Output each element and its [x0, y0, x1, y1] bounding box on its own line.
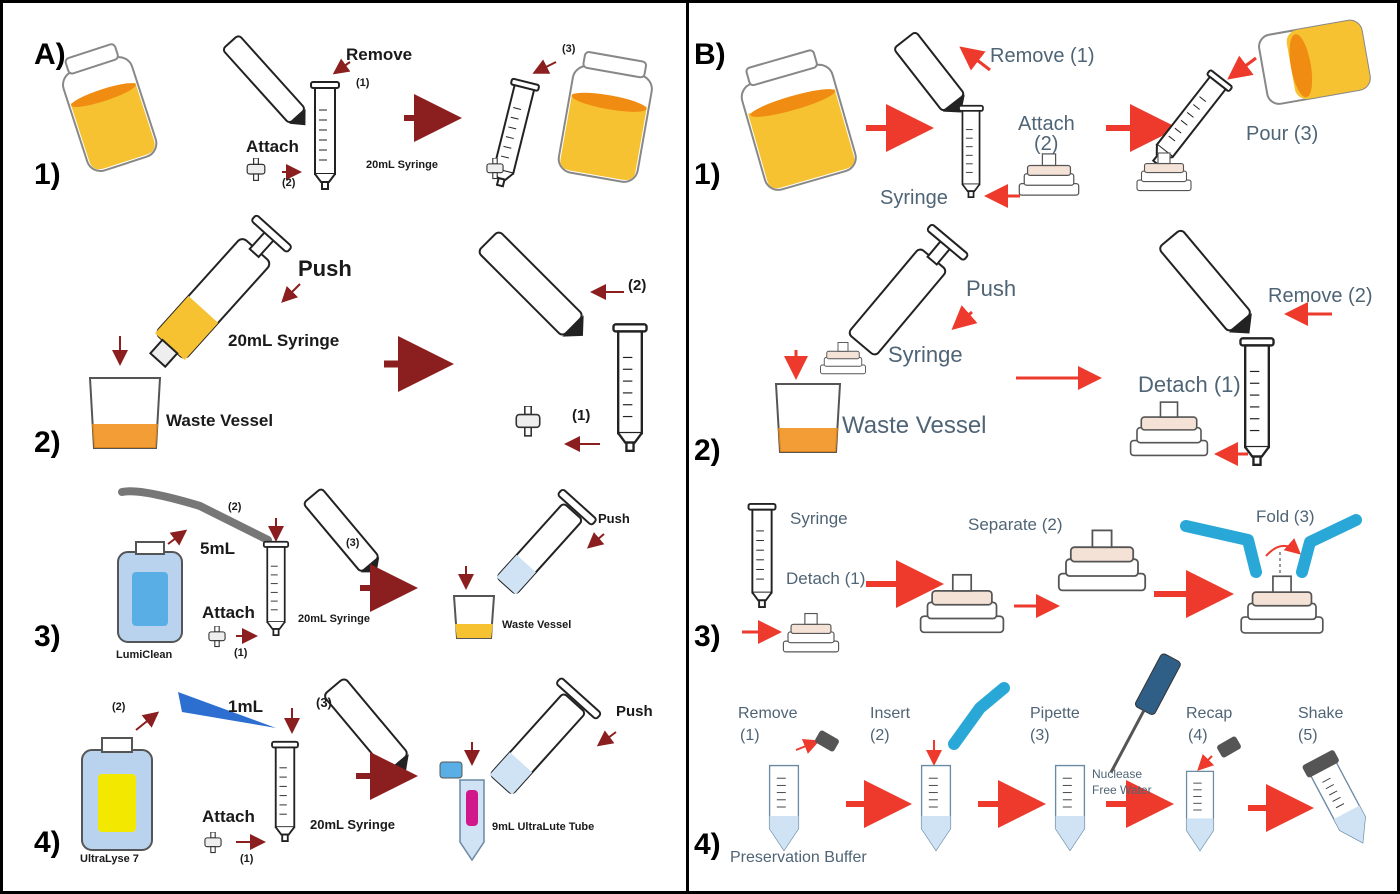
- panel-divider: [686, 0, 689, 894]
- b4-shake-label: Shake: [1298, 705, 1344, 722]
- b3-syringe-label: Syringe: [790, 509, 848, 528]
- b1-illustration: [740, 19, 1371, 208]
- a-step-4: 4): [34, 826, 61, 859]
- a3-volume-label: 5mL: [200, 539, 235, 558]
- a4-volume-label: 1mL: [228, 697, 263, 716]
- a2-syringe-label: 20mL Syringe: [228, 331, 340, 350]
- b4-insert-label: Insert: [870, 705, 911, 722]
- a3-number-2: (2): [228, 501, 242, 513]
- b4-illustration: [768, 653, 1377, 851]
- a1-remove-label: Remove: [346, 45, 413, 64]
- a4-attach-label: Attach: [202, 807, 255, 826]
- a-step-3: 3): [34, 620, 61, 653]
- b2-syringe-label: Syringe: [888, 342, 963, 367]
- a3-illustration: [117, 487, 605, 648]
- a3-waste-label: Waste Vessel: [502, 619, 572, 631]
- a3-number-3: (3): [346, 537, 360, 549]
- a2-waste-label: Waste Vessel: [166, 411, 274, 430]
- a4-number-2: (2): [112, 701, 126, 713]
- b-step-2: 2): [694, 434, 721, 467]
- b1-attach-number: (2): [1034, 133, 1059, 155]
- b1-pour-label: Pour (3): [1246, 123, 1319, 145]
- b4-recap-label: Recap: [1186, 705, 1233, 722]
- b-step-3: 3): [694, 620, 721, 653]
- b4-remove-label: Remove: [738, 705, 798, 722]
- a4-illustration: [81, 677, 617, 862]
- b-step-4: 4): [694, 828, 721, 861]
- a4-syringe-label: 20mL Syringe: [310, 817, 396, 832]
- b2-waste-label: Waste Vessel: [842, 412, 987, 439]
- b3-fold-label: Fold (3): [1256, 507, 1315, 526]
- a1-remove-number: (1): [356, 77, 370, 89]
- b4-remove-number: (1): [740, 727, 760, 744]
- b3-separate-label: Separate (2): [968, 515, 1063, 534]
- panel-b-label: B): [694, 38, 726, 71]
- b4-water-label-2: Free Water: [1092, 783, 1152, 797]
- b1-attach-label: Attach: [1018, 113, 1075, 135]
- b4-recap-number: (4): [1188, 727, 1208, 744]
- b3-detach-label: Detach (1): [786, 569, 866, 588]
- a3-push-label: Push: [598, 511, 630, 526]
- a4-number-3: (3): [316, 695, 332, 710]
- a2-push-label: Push: [298, 256, 352, 281]
- b3-illustration: [742, 502, 1362, 653]
- a-step-1: 1): [34, 158, 61, 191]
- b2-push-label: Push: [966, 276, 1017, 301]
- a1-illustration: [62, 35, 653, 191]
- b2-illustration: [774, 223, 1332, 466]
- a1-syringe-label: 20mL Syringe: [366, 159, 438, 171]
- a3-bottle-label: LumiClean: [116, 649, 173, 661]
- b2-detach-label: Detach (1): [1138, 372, 1241, 397]
- b4-shake-number: (5): [1298, 727, 1318, 744]
- b4-pipette-number: (3): [1030, 727, 1050, 744]
- a2-number-1: (1): [572, 407, 591, 424]
- b1-syringe-label: Syringe: [880, 187, 948, 209]
- a3-syringe-label: 20mL Syringe: [298, 613, 370, 625]
- b1-remove-label: Remove (1): [990, 45, 1095, 67]
- a1-attach-number: (2): [282, 177, 296, 189]
- a4-attach-number: (1): [240, 853, 254, 865]
- a2-illustration: [88, 214, 649, 452]
- a1-pour-number: (3): [562, 43, 576, 55]
- a1-attach-label: Attach: [246, 137, 299, 156]
- a3-attach-label: Attach: [202, 603, 255, 622]
- a4-tube-label: 9mL UltraLute Tube: [492, 821, 595, 833]
- a4-bottle-label: UltraLyse 7: [80, 853, 139, 865]
- b4-pipette-label: Pipette: [1030, 705, 1080, 722]
- b2-remove-label: Remove (2): [1268, 285, 1373, 307]
- b-step-1: 1): [694, 158, 721, 191]
- a4-push-label: Push: [616, 703, 653, 720]
- b4-water-label-1: Nuclease: [1092, 767, 1143, 781]
- a2-number-2: (2): [628, 277, 647, 294]
- b4-insert-number: (2): [870, 727, 890, 744]
- a-step-2: 2): [34, 426, 61, 459]
- a3-attach-number: (1): [234, 647, 248, 659]
- panel-a-label: A): [34, 38, 66, 71]
- b4-buffer-label: Preservation Buffer: [730, 849, 867, 866]
